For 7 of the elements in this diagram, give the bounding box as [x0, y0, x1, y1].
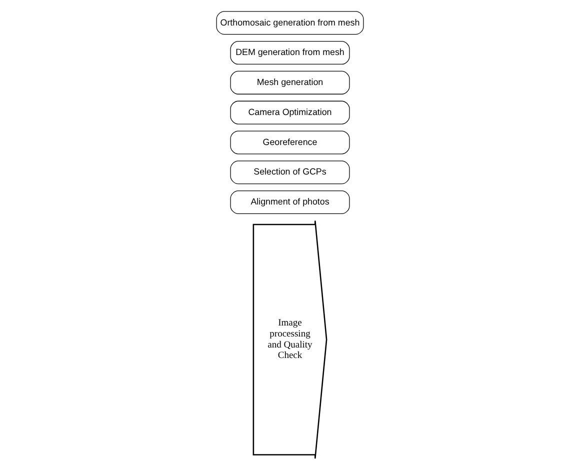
node-box: Orthomosaic generation from mesh	[216, 11, 364, 35]
node-box: DEM generation from mesh	[230, 41, 350, 65]
node-box: Selection of GCPs	[230, 160, 350, 184]
node-box: Alignment of photos	[230, 190, 350, 214]
node-box: Georeference	[230, 130, 350, 154]
node-box: Mesh generation	[230, 70, 350, 94]
node-box: Camera Optimization	[230, 100, 350, 124]
